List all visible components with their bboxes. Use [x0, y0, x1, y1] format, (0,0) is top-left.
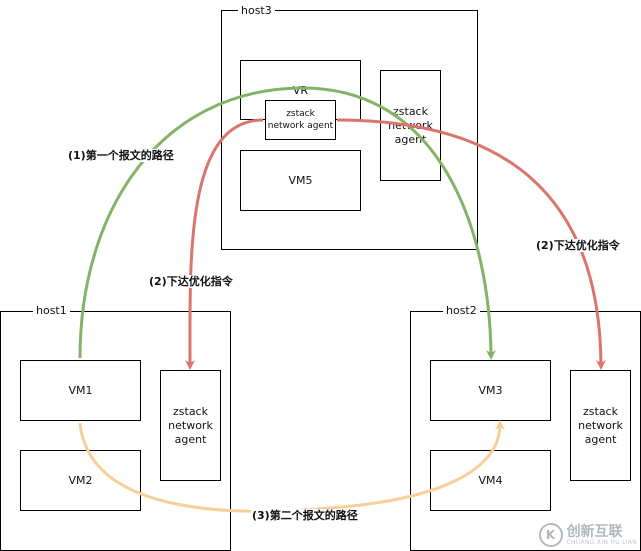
host2-agent-line3: agent [584, 432, 617, 446]
host2-agent-line1: zstack [583, 404, 618, 418]
host1-agent-line3: agent [174, 432, 207, 446]
second-packet-path [78, 420, 505, 513]
optimize-left-path [184, 118, 264, 370]
vm3-label: VM3 [478, 383, 503, 397]
host3-agent-line1: zstack [393, 104, 428, 118]
watermark-text: 创新互联 [566, 523, 623, 540]
optimize-left-label: (2)下达优化指令 [148, 275, 234, 288]
host2-agent-line2: network [578, 418, 623, 432]
optimize-right-label: (2)下达优化指令 [535, 239, 621, 252]
vm1-node: VM1 [20, 360, 141, 421]
second-packet-label: (3)第二个报文的路径 [251, 509, 359, 522]
vm4-label: VM4 [478, 473, 503, 487]
vm2-node: VM2 [20, 450, 141, 511]
host1-agent-node: zstack network agent [160, 370, 221, 481]
watermark-text-block: 创新互联 CHUANG XIN HU LIAN [567, 525, 637, 546]
host1-agent-line2: network [168, 418, 213, 432]
vr-agent-node: zstack network agent [265, 100, 336, 140]
host2-label: host2 [443, 305, 480, 317]
host1-agent-line1: zstack [173, 404, 208, 418]
host2-agent-node: zstack network agent [570, 370, 631, 481]
optimize-right-path [336, 118, 606, 370]
vm5-node: VM5 [240, 150, 361, 211]
watermark-subtext: CHUANG XIN HU LIAN [566, 538, 637, 546]
vr-agent-line2: network agent [267, 121, 334, 131]
vr-agent-line1: zstack [286, 109, 315, 119]
vm3-node: VM3 [430, 360, 551, 421]
watermark-logo: K 创新互联 CHUANG XIN HU LIAN [538, 523, 637, 547]
vm2-label: VM2 [68, 473, 93, 487]
watermark-logo-icon: K [538, 523, 563, 547]
vm1-label: VM1 [68, 383, 93, 397]
first-packet-label: (1)第一个报文的路径 [67, 149, 175, 162]
host3-label: host3 [238, 5, 275, 17]
vm5-label: VM5 [288, 173, 313, 187]
first-packet-path [78, 86, 496, 360]
vm4-node: VM4 [430, 450, 551, 511]
host1-label: host1 [33, 305, 70, 317]
